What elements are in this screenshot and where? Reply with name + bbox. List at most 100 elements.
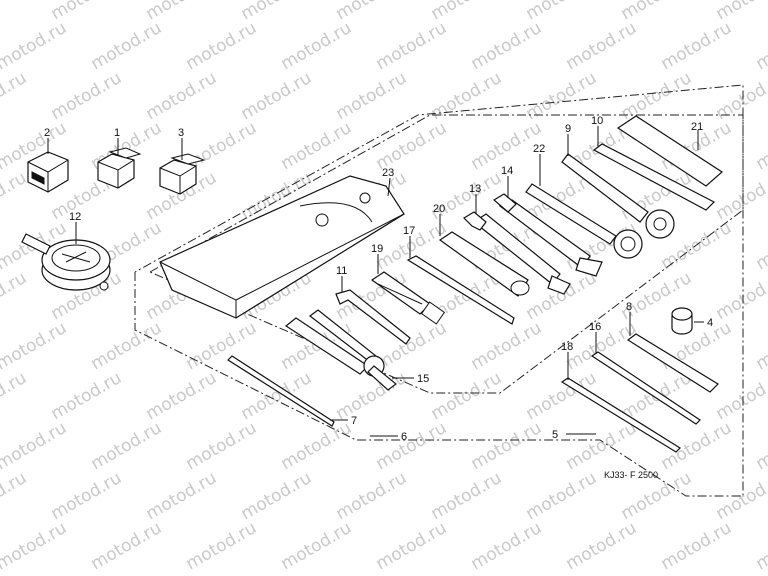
callout-14: 14 (501, 165, 513, 177)
watermark-text: motod.ru (428, 68, 506, 124)
watermark-text: motod.ru (0, 18, 70, 74)
drawing-code: KJ33- F 2500 (604, 470, 658, 480)
screwdriver-long-part[interactable] (560, 377, 681, 453)
plug-wrench-part[interactable] (438, 231, 530, 297)
watermark-text: motod.ru (523, 268, 601, 324)
callout-11: 11 (336, 265, 347, 277)
extension-bar-part[interactable] (626, 333, 719, 393)
callout-12: 12 (69, 211, 81, 223)
watermark-text: motod.ru (468, 318, 546, 374)
callout-7: 7 (351, 415, 357, 427)
callout-labels: 2 1 3 12 23 11 19 17 20 13 14 22 9 10 21… (44, 115, 713, 443)
watermark-text: motod.ru (278, 518, 356, 574)
watermark-text: motod.ru (713, 368, 768, 424)
callout-16: 16 (589, 321, 601, 333)
callout-23: 23 (382, 167, 394, 179)
watermark-text: motod.ru (753, 18, 768, 74)
callout-19: 19 (371, 243, 383, 255)
watermark-text: motod.ru (373, 118, 451, 174)
pliers-part[interactable] (284, 309, 397, 391)
watermark-text: motod.ru (563, 518, 641, 574)
watermark-text: motod.ru (468, 418, 546, 474)
tool-bag-part[interactable] (159, 175, 405, 319)
watermark-text: motod.ru (658, 18, 736, 74)
watermark-text: motod.ru (428, 468, 506, 524)
watermark-text: motod.ru (428, 168, 506, 224)
watermark-text: motod.ru (143, 68, 221, 124)
watermark-text: motod.ru (238, 468, 316, 524)
watermark-text: motod.ru (143, 468, 221, 524)
callout-18: 18 (561, 341, 573, 353)
watermark-text: motod.ru (753, 518, 768, 574)
screwdriver-bit-part[interactable] (406, 255, 515, 325)
watermark-text: motod.ru (0, 0, 30, 24)
tire-gauge-part[interactable] (21, 233, 111, 291)
callout-2: 2 (44, 127, 50, 139)
watermark-text: motod.ru (753, 318, 768, 374)
grommet-part[interactable] (671, 307, 693, 335)
watermark-text: motod.ru (48, 468, 126, 524)
watermark-text: motod.ru (88, 518, 166, 574)
callout-22: 22 (533, 143, 545, 155)
watermark-text: motod.ru (753, 418, 768, 474)
callout-10: 10 (591, 115, 603, 127)
watermark-text: motod.ru (48, 368, 126, 424)
watermark-text: motod.ru (0, 368, 30, 424)
open-wrench-14x17-part[interactable] (492, 193, 603, 277)
box-wrench-part[interactable] (525, 183, 643, 259)
fuse-part[interactable] (27, 151, 69, 193)
watermark-text: motod.ru (428, 368, 506, 424)
callout-8: 8 (626, 301, 632, 313)
watermark-text: motod.ru (468, 18, 546, 74)
kit-outline (134, 84, 744, 497)
callout-9: 9 (565, 123, 571, 135)
callout-15: 15 (417, 373, 429, 385)
watermark-text: motod.ru (373, 418, 451, 474)
callout-17: 17 (403, 225, 415, 237)
watermark-text: motod.ru (563, 18, 641, 74)
watermark-text: motod.ru (0, 68, 30, 124)
watermark-text: motod.ru (183, 18, 261, 74)
watermark-text: motod.ru (278, 118, 356, 174)
watermark-text: motod.ru (563, 318, 641, 374)
callout-5: 5 (552, 429, 558, 441)
watermark-text: motod.ru (88, 418, 166, 474)
watermark-text: motod.ru (88, 318, 166, 374)
watermark-text: motod.ru (753, 218, 768, 274)
callout-3: 3 (178, 127, 184, 139)
double-screwdriver-part[interactable] (227, 355, 335, 427)
callout-1: 1 (114, 127, 120, 139)
watermark-text: motod.ru (713, 68, 768, 124)
watermark-text: motod.ru (563, 418, 641, 474)
watermark-text: motod.ru (183, 318, 261, 374)
watermark-text: motod.ru (48, 68, 126, 124)
hex-wrench-part[interactable] (335, 289, 411, 345)
pin-spanner-part[interactable] (561, 153, 675, 239)
handle-part[interactable] (592, 143, 716, 211)
pouch-part[interactable] (616, 115, 723, 187)
watermark-text: motod.ru (333, 468, 411, 524)
watermark-text: motod.ru (238, 368, 316, 424)
screwdriver-handle-part[interactable] (370, 271, 446, 325)
watermark-text: motod.ru (523, 468, 601, 524)
watermark-text: motod.ru (278, 418, 356, 474)
open-wrench-10x12-part[interactable] (463, 211, 571, 295)
watermark-text: motod.ru (333, 68, 411, 124)
watermark-text: motod.ru (0, 318, 70, 374)
watermark-text: motod.ru (373, 518, 451, 574)
watermark-text: motod.ru (0, 518, 70, 574)
watermark-text: motod.ru (88, 18, 166, 74)
watermark-text: motod.ru (0, 268, 30, 324)
watermark-text: motod.ru (183, 518, 261, 574)
watermark-text: motod.ru (143, 368, 221, 424)
watermark-text: motod.ru (468, 518, 546, 574)
watermark-text: motod.ru (753, 118, 768, 174)
watermark-text: motod.ru (278, 18, 356, 74)
clip-part-alt[interactable] (159, 153, 206, 195)
callout-13: 13 (469, 183, 481, 195)
watermark-text: motod.ru (713, 168, 768, 224)
callout-21: 21 (691, 121, 703, 133)
watermark-text: motod.ru (713, 268, 768, 324)
